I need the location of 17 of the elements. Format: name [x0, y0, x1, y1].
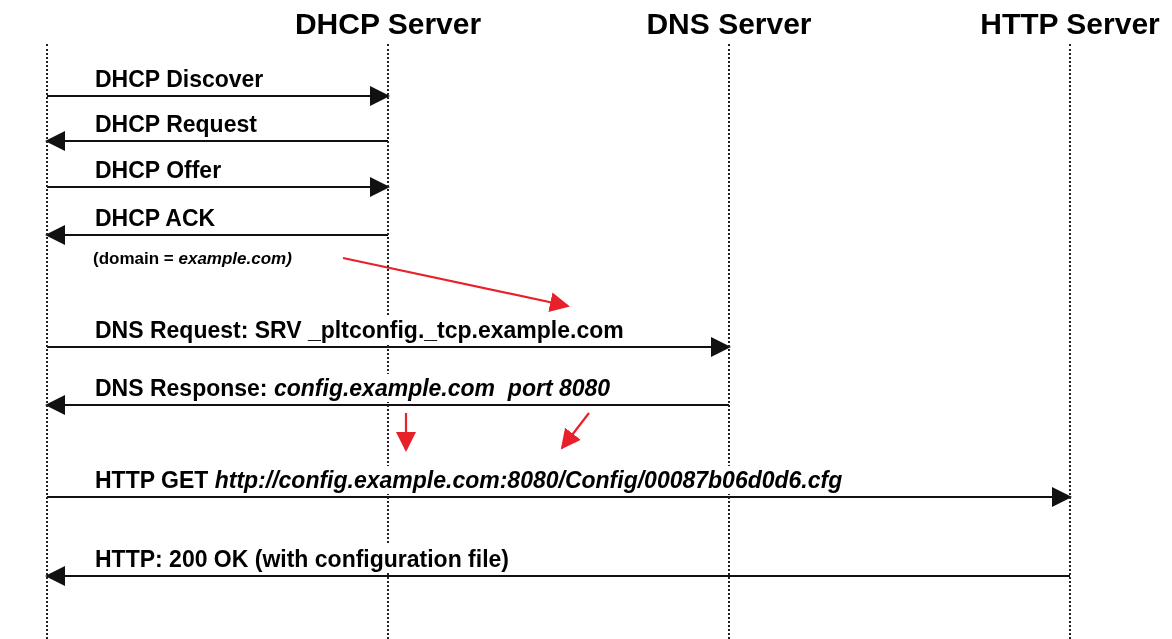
participant-name: DNS Server: [645, 6, 813, 42]
note-text: (domain = example.com): [93, 248, 292, 270]
message-label: HTTP GET http://config.example.com:8080/Config/00087b06d0d6.cfg: [95, 466, 843, 494]
message-arrow: [45, 131, 388, 151]
message-label: DNS Response: config.example.com port 8080: [95, 374, 611, 402]
message-label: HTTP: 200 OK (with configuration file): [95, 545, 509, 573]
message-arrow: [45, 395, 729, 415]
participant-name: HTTP Server: [979, 6, 1161, 42]
pointer-arrow: [342, 256, 570, 312]
message-arrow: [47, 337, 731, 357]
message-arrow: [47, 177, 390, 197]
message-arrow: [45, 225, 388, 245]
participant-name: DHCP Server: [293, 6, 483, 42]
message-arrow: [45, 566, 1070, 586]
message-arrow: [47, 487, 1072, 507]
message-arrow: [47, 86, 390, 106]
message-label: DNS Request: SRV _pltconfig._tcp.example.com: [95, 316, 624, 344]
